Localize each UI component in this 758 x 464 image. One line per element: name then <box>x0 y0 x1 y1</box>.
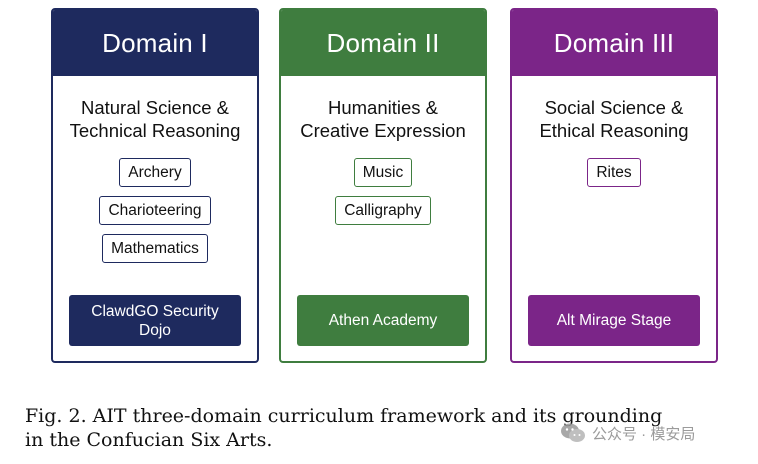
domain-title: Domain III <box>512 10 716 76</box>
art-tag-calligraphy: Calligraphy <box>335 196 431 225</box>
arts-list: Archery Charioteering Mathematics <box>53 158 257 263</box>
domain-title: Domain I <box>53 10 257 76</box>
domain-subtitle: Humanities & Creative Expression <box>281 96 485 142</box>
wechat-icon <box>560 422 586 444</box>
domain-title: Domain II <box>281 10 485 76</box>
art-tag-music: Music <box>353 158 413 187</box>
domain-subtitle-line: Natural Science & <box>80 97 230 118</box>
domain-card-3: Domain III Social Science & Ethical Reas… <box>510 8 718 363</box>
art-tag-mathematics: Mathematics <box>102 234 208 263</box>
watermark: 公众号 · 模安局 <box>560 422 695 444</box>
platform-box: ClawdGO Security Dojo <box>69 295 241 346</box>
figure-caption: Fig. 2. AIT three-domain curriculum fram… <box>25 404 745 452</box>
watermark-text: 公众号 · 模安局 <box>592 425 696 443</box>
domain-subtitle-line: Social Science & <box>544 97 684 118</box>
domain-subtitle-line: Ethical Reasoning <box>539 120 689 141</box>
art-tag-charioteering: Charioteering <box>99 196 211 225</box>
domain-subtitle: Natural Science & Technical Reasoning <box>53 96 257 142</box>
arts-list: Music Calligraphy <box>281 158 485 225</box>
domain-subtitle-line: Technical Reasoning <box>69 120 241 141</box>
arts-list: Rites <box>512 158 716 187</box>
domain-subtitle: Social Science & Ethical Reasoning <box>512 96 716 142</box>
domain-card-1: Domain I Natural Science & Technical Rea… <box>51 8 259 363</box>
domain-subtitle-line: Humanities & <box>327 97 438 118</box>
caption-line: Fig. 2. AIT three-domain curriculum fram… <box>25 405 663 427</box>
platform-box: Alt Mirage Stage <box>528 295 700 346</box>
domain-subtitle-line: Creative Expression <box>300 120 466 141</box>
caption-line: in the Confucian Six Arts. <box>25 429 273 451</box>
platform-box: Athen Academy <box>297 295 469 346</box>
art-tag-archery: Archery <box>119 158 191 187</box>
domain-card-2: Domain II Humanities & Creative Expressi… <box>279 8 487 363</box>
art-tag-rites: Rites <box>587 158 641 187</box>
